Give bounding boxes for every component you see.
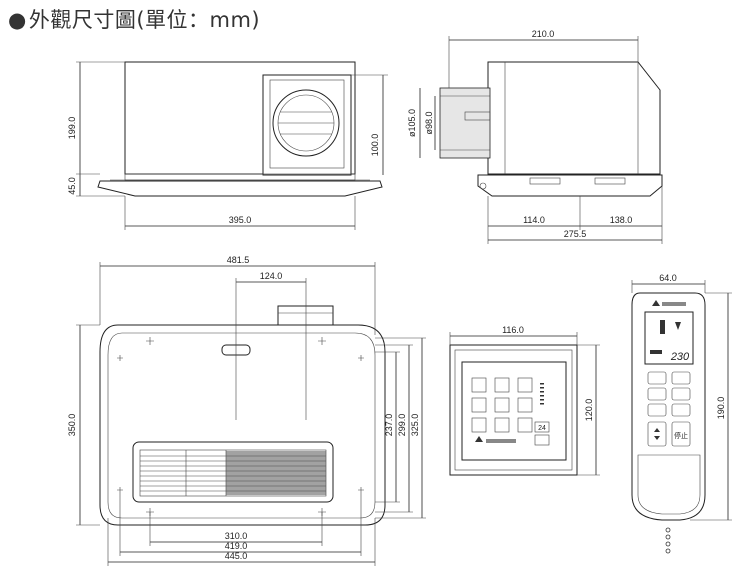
remote-display: [644, 311, 694, 365]
remote-stop-label: 停止: [674, 431, 688, 440]
dim-side-total: 275.5: [564, 229, 587, 239]
dim-panel-height: 120.0: [584, 399, 594, 422]
dim-bottom-c: 445.0: [225, 551, 248, 561]
remote-warning-icon: [652, 300, 660, 306]
front-base-frame: [97, 180, 383, 197]
dim-inner-depth-a: 237.0: [384, 414, 394, 437]
side-duct: [439, 87, 491, 159]
panel-face: [461, 361, 567, 461]
dim-duct-inner: ø98.0: [424, 111, 434, 134]
panel-number-24: 24: [538, 425, 546, 432]
dim-remote-width: 64.0: [659, 273, 677, 283]
dim-bottom-a: 310.0: [225, 531, 248, 541]
dim-front-height: 199.0: [67, 117, 77, 140]
remote-chain: [665, 527, 671, 554]
control-panel: 24 116.0 120.0: [449, 325, 600, 476]
warning-icon: [475, 436, 483, 442]
dim-side-seg-b: 138.0: [610, 215, 633, 225]
top-view: 481.5 124.0 350.0 237.0 299.0 325.0 310.…: [67, 255, 426, 566]
dim-duct-offset: 124.0: [260, 271, 283, 281]
dim-bottom-b: 419.0: [225, 541, 248, 551]
dim-top-depth: 350.0: [67, 414, 77, 437]
title-text: 外觀尺寸圖(單位：mm): [28, 8, 261, 32]
front-view: 199.0 45.0 395.0 100.0: [67, 61, 388, 230]
dim-inner-depth-c: 325.0: [410, 414, 420, 437]
dim-side-seg-a: 114.0: [523, 215, 545, 225]
dim-panel-width: 116.0: [502, 325, 524, 335]
side-housing: [487, 61, 661, 175]
panel-buttons: [471, 377, 550, 446]
dim-front-width: 395.0: [229, 215, 252, 225]
dim-duct-outer: ø105.0: [407, 109, 417, 137]
bullet-icon: ●: [8, 8, 27, 32]
remote-buttons: [647, 371, 691, 447]
dim-duct-height: 100.0: [370, 134, 380, 157]
dim-inner-depth-b: 299.0: [397, 414, 407, 437]
remote-display-value: 230: [670, 351, 690, 363]
remote-control: 230 停止 64.0 190.0: [631, 273, 732, 554]
side-view: 210.0 ø105.0 ø98.0 114.0 138.0 275.5: [407, 29, 663, 244]
side-base: [477, 174, 663, 197]
page-title: ●外觀尺寸圖(單位：mm): [8, 4, 260, 34]
top-duct-stub: [277, 305, 334, 327]
dim-top-width: 481.5: [227, 255, 250, 265]
dim-front-base: 45.0: [67, 177, 77, 195]
dim-side-width: 210.0: [532, 29, 555, 39]
dim-remote-height: 190.0: [716, 397, 726, 420]
